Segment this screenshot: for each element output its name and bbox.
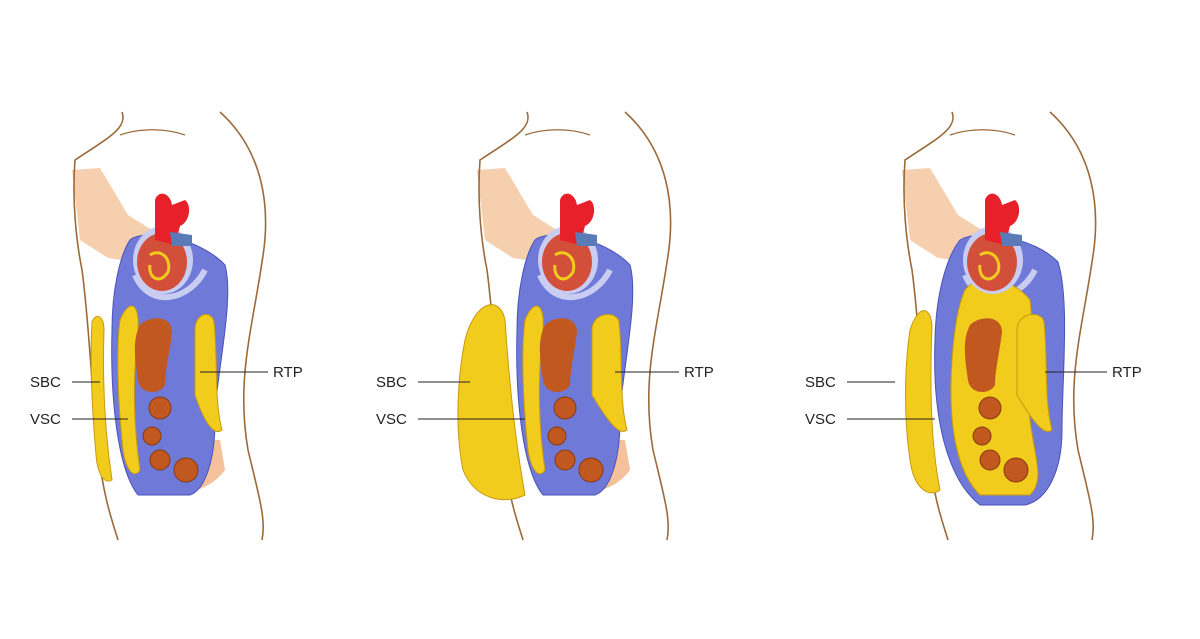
- aorta: [560, 193, 595, 245]
- heart: [967, 233, 1017, 291]
- visceral-fat: [117, 305, 141, 475]
- intestine-loop-2: [547, 426, 567, 446]
- subcutaneous-fat: [457, 304, 526, 501]
- intestine-loop-3: [554, 449, 576, 471]
- sbc-label: SBC: [30, 374, 61, 391]
- intestine-loop-4: [173, 457, 199, 483]
- rtp-label: RTP: [273, 364, 303, 381]
- sbc-label: SBC: [376, 374, 407, 391]
- vsc-label: VSC: [30, 411, 61, 428]
- organ-stomach: [539, 318, 577, 392]
- organ-stomach: [964, 318, 1002, 392]
- pulmonary-vessel: [1000, 232, 1022, 246]
- shoulder-line: [949, 129, 1016, 136]
- body-outline-back: [624, 111, 672, 541]
- pulmonary-vessel: [170, 232, 192, 246]
- pulmonary-vessel: [575, 232, 597, 246]
- heart: [137, 233, 187, 291]
- intestine-loop-1: [978, 396, 1002, 420]
- body-outline-back: [1049, 111, 1097, 541]
- panel-visceral-obesity: [902, 111, 1097, 541]
- retroperitoneal-fat: [591, 314, 628, 432]
- retroperitoneal-fat: [1016, 314, 1053, 432]
- diaphragm: [537, 268, 613, 301]
- intestine-loop-4: [1003, 457, 1029, 483]
- vsc-label: VSC: [805, 411, 836, 428]
- intestine-loop-1: [148, 396, 172, 420]
- abdominal-cavity: [516, 234, 634, 496]
- rtp-label: RTP: [684, 364, 714, 381]
- rtp-label: RTP: [1112, 364, 1142, 381]
- coronary-fat: [978, 251, 1001, 281]
- intestine-loop-2: [972, 426, 992, 446]
- intestine-loop-4: [578, 457, 604, 483]
- coronary-fat: [553, 251, 576, 281]
- diaphragm: [132, 268, 208, 301]
- body-outline-front: [73, 111, 124, 541]
- intestine-loop-2: [142, 426, 162, 446]
- vsc-label: VSC: [376, 411, 407, 428]
- visceral-fat: [522, 305, 546, 475]
- abdominal-cavity: [111, 234, 229, 496]
- aorta: [985, 193, 1020, 245]
- intestine-loop-3: [979, 449, 1001, 471]
- aorta: [155, 193, 190, 245]
- organ-stomach: [134, 318, 172, 392]
- panel-subcutaneous-obesity: [457, 111, 672, 541]
- intestine-loop-3: [149, 449, 171, 471]
- subcutaneous-fat: [905, 310, 941, 494]
- coronary-fat: [148, 251, 171, 281]
- retroperitoneal-fat: [194, 314, 223, 432]
- sbc-label: SBC: [805, 374, 836, 391]
- heart: [542, 233, 592, 291]
- panel-normal: [72, 111, 267, 541]
- subcutaneous-fat: [90, 315, 113, 482]
- intestine-loop-1: [553, 396, 577, 420]
- body-outline-back: [219, 111, 267, 541]
- shoulder-line: [524, 129, 591, 136]
- shoulder-line: [119, 129, 186, 136]
